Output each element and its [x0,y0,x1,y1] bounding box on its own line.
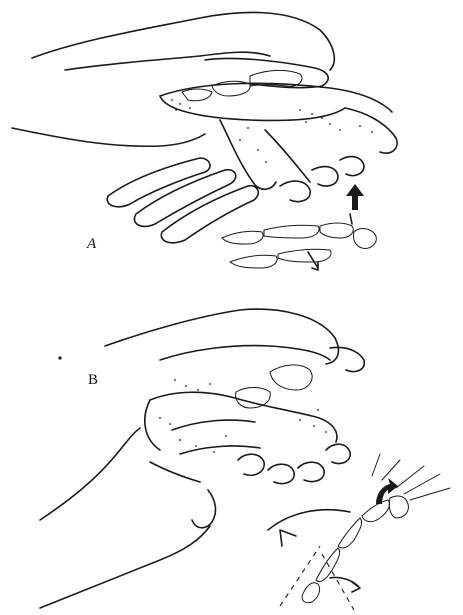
down-arrow-icon [308,252,318,268]
panel-a-drawing [12,12,397,270]
bold-up-arrow-icon [346,184,364,210]
curved-arrow-icon [280,530,296,546]
panel-label-a: A [87,236,96,253]
panel-b-drawing [40,309,450,610]
stipple-shading-b [159,379,327,453]
panel-label-b: B [88,372,98,389]
